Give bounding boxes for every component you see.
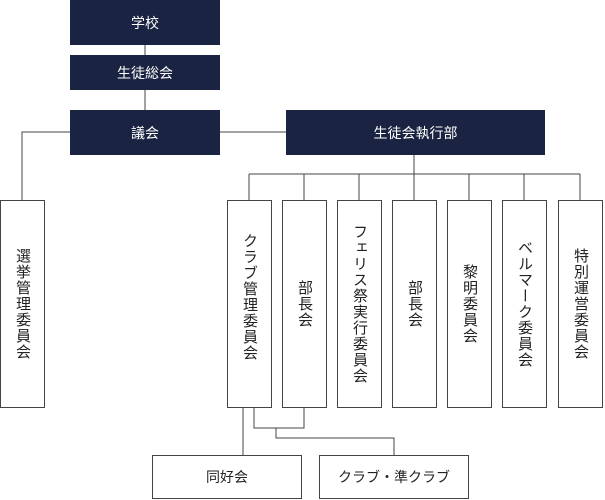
label-election-committee: 選挙管理委員会 [14, 248, 32, 360]
node-executive: 生徒会執行部 [286, 110, 545, 155]
label-special-operations-committee: 特別運営委員会 [572, 248, 590, 360]
node-council: 議会 [70, 110, 220, 155]
node-club-management-committee: クラブ管理委員会 [227, 200, 272, 408]
line-leaders-semiclub [275, 428, 395, 455]
node-club-semi-club: クラブ・準クラブ [319, 455, 469, 499]
label-ferris-festival-committee: フェリス祭実行委員会 [351, 224, 369, 384]
node-general-assembly: 生徒総会 [70, 55, 220, 90]
node-school: 学校 [70, 0, 220, 45]
node-election-committee: 選挙管理委員会 [0, 200, 45, 408]
node-hobby-group: 同好会 [152, 455, 302, 499]
label-bell-mark-committee: ベルマーク委員会 [516, 240, 534, 368]
node-bell-mark-committee: ベルマーク委員会 [502, 200, 547, 408]
label-club-leaders-1: 部長会 [296, 280, 314, 328]
label-club-leaders-2: 部長会 [406, 280, 424, 328]
node-reimei-committee: 黎明委員会 [447, 200, 492, 408]
node-special-operations-committee: 特別運営委員会 [558, 200, 603, 408]
label-club-management-committee: クラブ管理委員会 [241, 233, 259, 361]
node-ferris-festival-committee: フェリス祭実行委員会 [337, 200, 382, 408]
node-club-leaders-1: 部長会 [282, 200, 327, 408]
line-club-semiclub [253, 408, 305, 429]
line-council-election [21, 131, 70, 200]
label-reimei-committee: 黎明委員会 [461, 264, 479, 344]
node-club-leaders-2: 部長会 [392, 200, 437, 408]
